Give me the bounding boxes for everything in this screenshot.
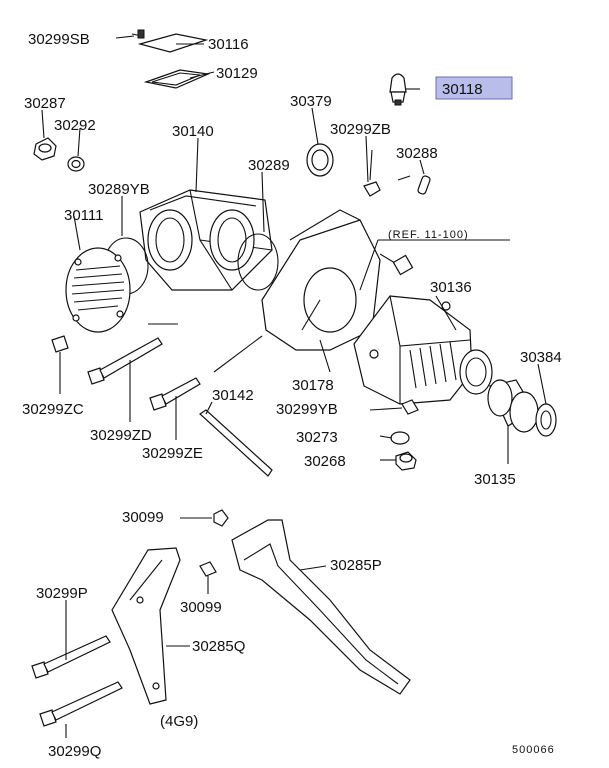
label-30140: 30140 <box>172 123 214 140</box>
label-ref-11-100: (REF. 11-100) <box>388 229 469 241</box>
part-30288-pin <box>417 175 431 195</box>
part-30118-breather <box>389 73 407 106</box>
label-30379: 30379 <box>290 93 332 110</box>
label-30285P: 30285P <box>330 557 382 574</box>
label-30299ZE: 30299ZE <box>142 445 203 462</box>
label-30116: 30116 <box>208 36 249 53</box>
diagram-code: 500066 <box>512 744 555 756</box>
leader-lines <box>41 35 547 738</box>
label-30135: 30135 <box>474 471 516 488</box>
part-30273-washer <box>390 431 410 445</box>
label-30099-b: 30099 <box>180 599 222 616</box>
label-30273: 30273 <box>296 429 338 446</box>
label-30099-a: 30099 <box>122 509 164 526</box>
label-30289: 30289 <box>248 157 290 174</box>
label-30299ZB: 30299ZB <box>330 121 391 138</box>
part-30287-plug <box>33 137 57 161</box>
part-30384-seal <box>535 403 557 437</box>
part-30285Q-bracket <box>111 547 181 705</box>
part-30178-gasket <box>261 209 381 351</box>
part-30299P-bolt <box>31 635 111 679</box>
label-30299YB: 30299YB <box>276 401 338 418</box>
part-30142-strap <box>199 409 273 477</box>
label-30299P: 30299P <box>36 585 88 602</box>
part-30289-oring <box>237 233 279 291</box>
label-30268: 30268 <box>304 453 346 470</box>
label-30384: 30384 <box>520 349 562 366</box>
label-30129: 30129 <box>216 65 258 82</box>
part-30140-housing <box>139 189 273 291</box>
part-30116-plate <box>131 29 209 53</box>
label-30292: 30292 <box>54 117 96 134</box>
label-30299ZD: 30299ZD <box>90 427 152 444</box>
part-30285P-bracket <box>231 519 411 695</box>
part-30135-sleeve <box>487 379 539 433</box>
label-30142: 30142 <box>212 387 254 404</box>
part-30099-bolt-a <box>213 509 229 527</box>
part-labels: 30299SB 30116 30129 30118 30287 30292 30… <box>22 31 562 760</box>
label-30118[interactable]: 30118 <box>442 81 483 98</box>
part-30299ZD-bolt <box>87 337 163 385</box>
part-30129-gasket <box>143 69 211 89</box>
part-30299ZC-bolt <box>51 335 69 353</box>
label-30299ZC: 30299ZC <box>22 401 84 418</box>
part-30268-plug <box>395 451 417 471</box>
part-30099-bolt-b <box>199 561 217 577</box>
part-30299YB-bolt <box>401 399 419 415</box>
label-30136: 30136 <box>430 279 472 296</box>
label-30289YB: 30289YB <box>88 181 150 198</box>
label-30178: 30178 <box>292 377 334 394</box>
highlight-30118 <box>435 76 513 100</box>
part-30299Q-bolt <box>39 681 123 727</box>
label-30285Q: 30285Q <box>192 638 245 655</box>
label-30299Q: 30299Q <box>48 743 101 760</box>
label-30111: 30111 <box>64 207 104 224</box>
label-30299SB: 30299SB <box>28 31 90 48</box>
part-30299ZE-bolt <box>149 377 201 411</box>
part-30379-seal <box>306 143 334 177</box>
label-30287: 30287 <box>24 95 66 112</box>
label-4G9: (4G9) <box>160 713 198 730</box>
part-30292-washer <box>67 156 85 172</box>
part-30136-case <box>353 295 493 405</box>
ref-arrow <box>359 175 510 291</box>
label-30288: 30288 <box>396 145 438 162</box>
part-30111-cover <box>65 247 131 333</box>
part-30299ZB-bolt <box>363 149 381 197</box>
